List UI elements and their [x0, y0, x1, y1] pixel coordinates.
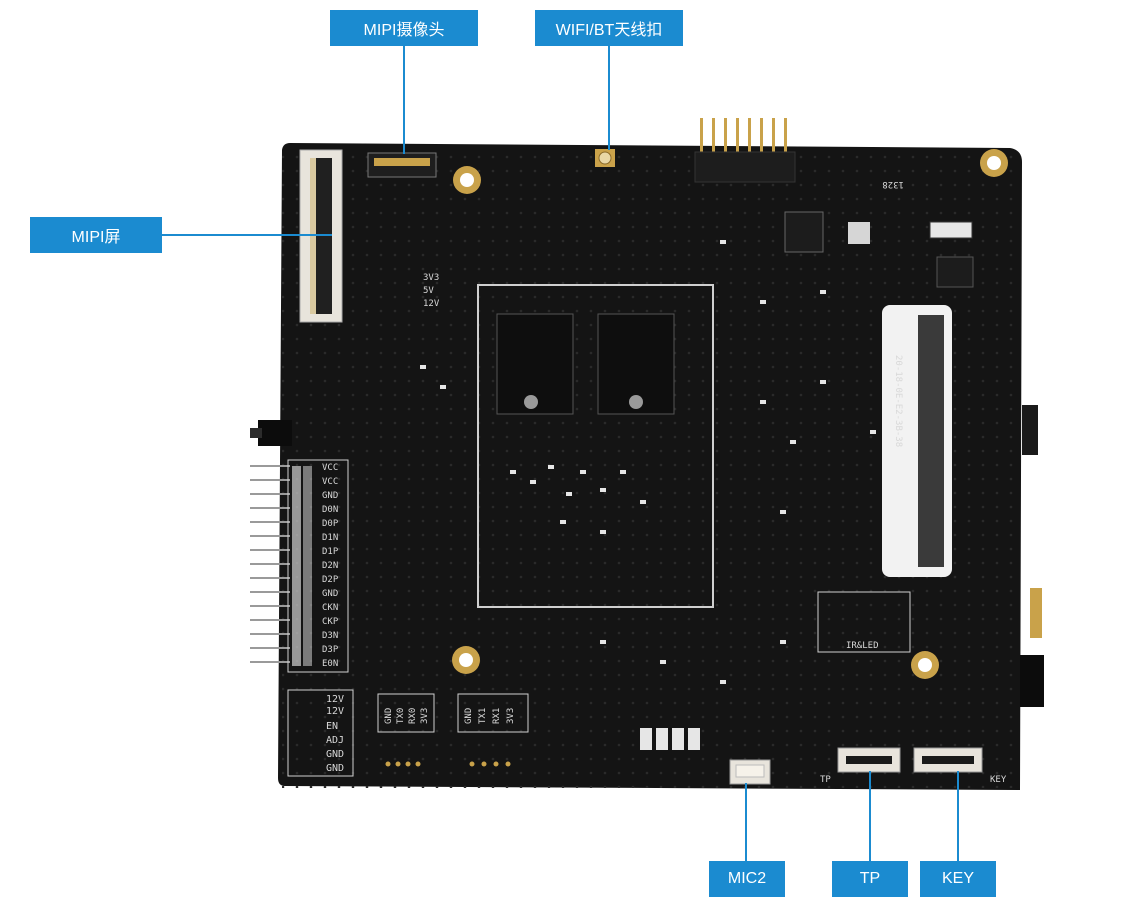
pin-label: D0P — [322, 519, 339, 529]
audio-jack — [1020, 405, 1044, 707]
pin-label: D3N — [322, 631, 338, 641]
ir-led-header — [817, 591, 911, 653]
smd-components — [420, 240, 876, 684]
mipi-camera-connector — [367, 152, 437, 178]
ir-led-label: IR&LED — [846, 641, 879, 651]
ic-chips — [784, 211, 974, 288]
leader-key — [957, 771, 959, 861]
power-pin: 12V — [326, 694, 344, 705]
power-labels: 12V 12V EN ADJ GND GND — [326, 694, 344, 774]
pin-label: GND — [322, 589, 338, 599]
mac-label-sticker — [882, 305, 952, 577]
pin-label: CKP — [322, 617, 339, 627]
leader-mipi-camera — [403, 46, 405, 154]
leader-tp — [869, 771, 871, 861]
mic2-connector — [729, 759, 771, 785]
power-pin: EN — [326, 721, 338, 732]
leader-wifi-bt — [608, 46, 610, 150]
mac-label-text: 20-18-0E-E2-3B-38 — [893, 355, 903, 447]
soc-area — [477, 284, 714, 608]
left-header-pins — [250, 420, 292, 446]
pin-label: D0N — [322, 505, 338, 515]
wifi-antenna-connector — [595, 149, 615, 167]
key-connector — [913, 747, 983, 773]
uart-pin: TX0 — [396, 708, 406, 724]
callout-mipi-screen: MIPI屏 — [30, 217, 162, 253]
power-header — [287, 689, 354, 777]
power-pin: GND — [326, 763, 344, 774]
callout-key: KEY — [920, 861, 996, 897]
uart-pin: 3V3 — [506, 708, 516, 724]
tp-connector — [837, 747, 901, 773]
callout-mic2: MIC2 — [709, 861, 785, 897]
top-header-pins — [694, 118, 796, 183]
rail-5v: 5V — [423, 286, 434, 296]
mipi-pin-labels: VCC VCC GND D0N D0P D1N D1P D2N D2P GND … — [322, 463, 339, 669]
uart-pin: GND — [384, 708, 394, 724]
callout-tp: TP — [832, 861, 908, 897]
gpio-header-pins — [250, 465, 290, 663]
callout-wifi-bt: WIFI/BT天线扣 — [535, 10, 683, 46]
pin-label: VCC — [322, 477, 338, 487]
callout-mipi-camera: MIPI摄像头 — [330, 10, 478, 46]
pin-label: D1N — [322, 533, 338, 543]
key-silk-label: KEY — [990, 775, 1007, 785]
rail-3v3: 3V3 — [423, 273, 439, 283]
pin-label: D2N — [322, 561, 338, 571]
power-pin: GND — [326, 749, 344, 760]
mounting-holes — [452, 149, 1008, 679]
pin-label: D2P — [322, 575, 339, 585]
uart-pin: 3V3 — [420, 708, 430, 724]
pin-label: VCC — [322, 463, 338, 473]
tp-silk-label: TP — [820, 775, 831, 785]
pin-label: GND — [322, 491, 338, 501]
pin-label: E0N — [322, 659, 338, 669]
power-pin: ADJ — [326, 735, 344, 746]
rtc-code: 1328 — [882, 179, 904, 189]
rail-12v: 12V — [423, 299, 440, 309]
leader-mic2 — [745, 783, 747, 861]
uart-pin: RX0 — [408, 708, 418, 724]
uart0-header — [377, 693, 435, 767]
bottom-resistors — [640, 728, 700, 750]
mipi-pin-header — [287, 459, 349, 673]
power-pin: 12V — [326, 706, 344, 717]
uart-pin: RX1 — [492, 708, 502, 724]
mipi-screen-connector — [299, 149, 343, 323]
uart-pin: TX1 — [478, 708, 488, 724]
uart1-labels: GND TX1 RX1 3V3 — [464, 708, 516, 724]
uart1-header — [457, 693, 529, 767]
uart-pin: GND — [464, 708, 474, 724]
pin-label: CKN — [322, 603, 338, 613]
pin-label: D3P — [322, 645, 339, 655]
pin-label: D1P — [322, 547, 339, 557]
leader-mipi-screen — [162, 234, 332, 236]
uart0-labels: GND TX0 RX0 3V3 — [384, 708, 430, 724]
